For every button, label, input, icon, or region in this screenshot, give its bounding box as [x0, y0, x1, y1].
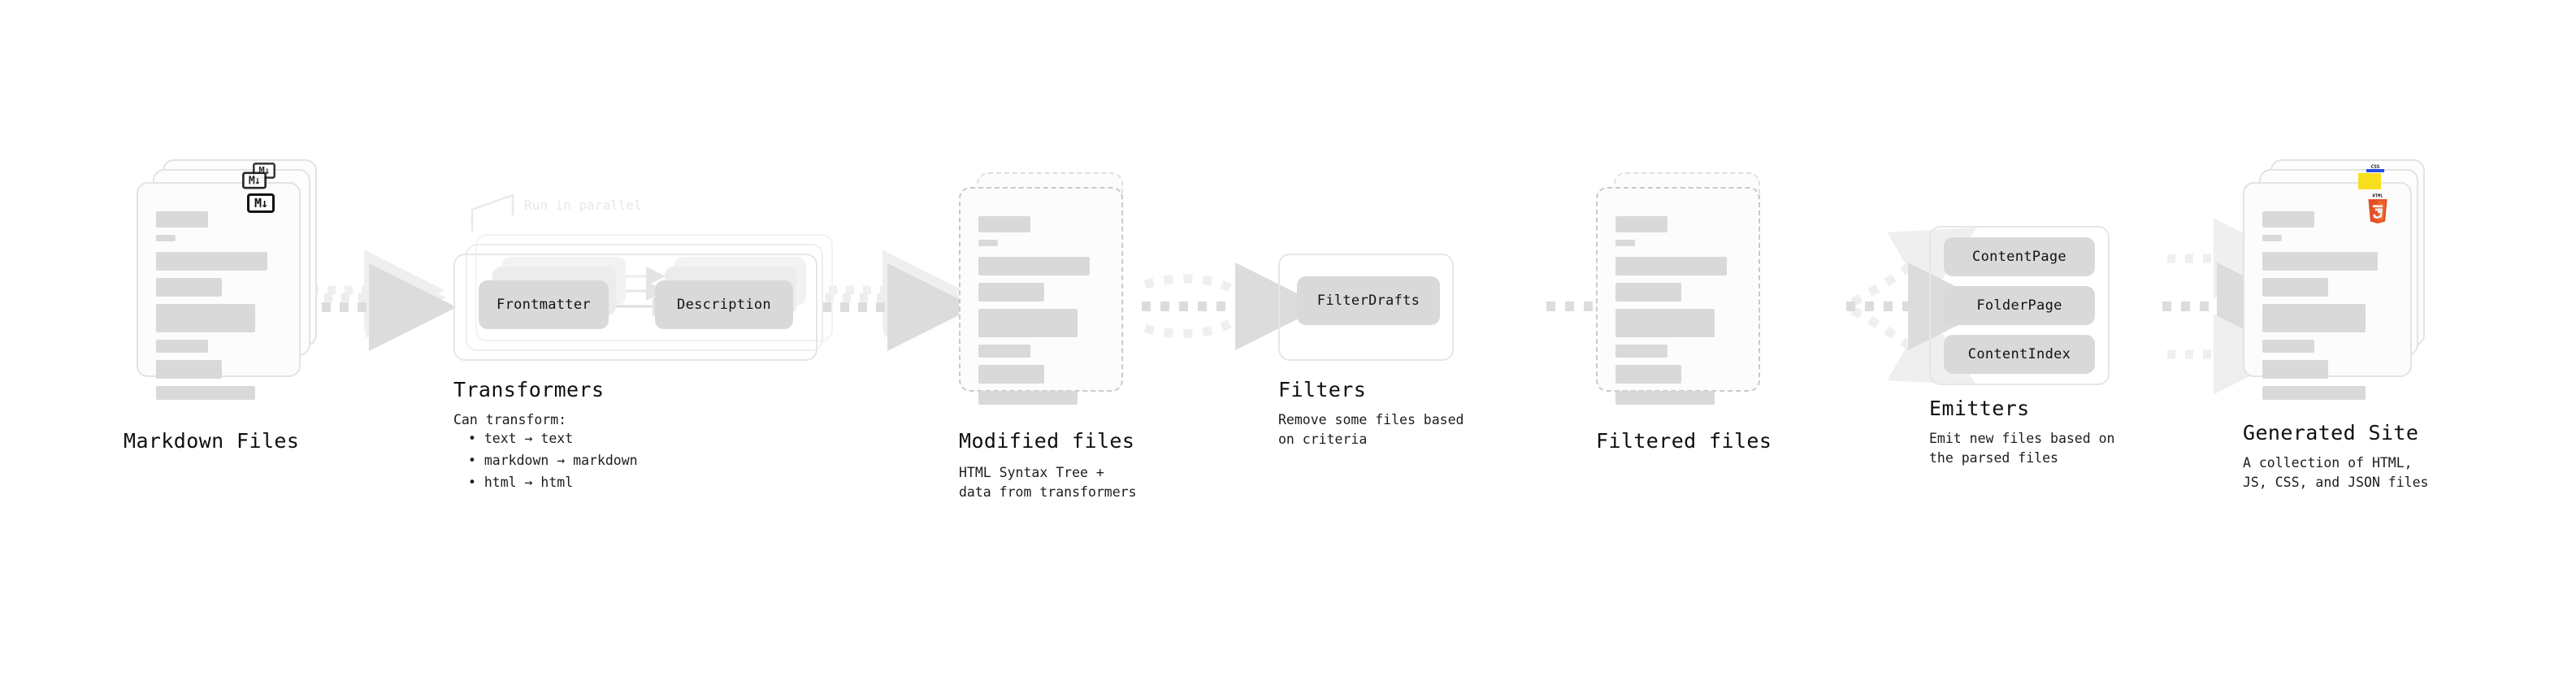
- filtered-files-card-stack: [1596, 172, 1783, 405]
- modified-card-front: [959, 187, 1123, 405]
- placeholder-bar: [978, 309, 1078, 337]
- placeholder-bar: [2262, 278, 2328, 297]
- placeholder-bar: [1615, 391, 1715, 405]
- placeholder-bar: [156, 304, 255, 332]
- placeholder-bar: [156, 211, 208, 228]
- generated-site-subtitle: A collection of HTML, JS, CSS, and JSON …: [2243, 455, 2429, 490]
- placeholder-bar: [156, 360, 222, 379]
- emitters-subtitle: Emit new files based on the parsed files: [1929, 431, 2115, 466]
- content-index-pill[interactable]: ContentIndex: [1944, 335, 2095, 374]
- placeholder-bar: [2262, 304, 2366, 332]
- html5-shield-icon: HTML: [2368, 194, 2387, 223]
- generated-card-front: [2243, 182, 2412, 400]
- filter-drafts-pill[interactable]: FilterDrafts: [1297, 276, 1440, 325]
- placeholder-bar: [2262, 340, 2314, 353]
- description-pill[interactable]: Description: [655, 280, 793, 329]
- modified-card-placeholder-lines: [978, 216, 1104, 412]
- run-in-parallel-bracket: [471, 193, 514, 232]
- markdown-files-card-stack: M↓ M↓ M↓: [137, 159, 323, 400]
- generated-site-card-stack: CSS HTML: [2243, 159, 2438, 400]
- filters-subtitle: Remove some files based on criteria: [1278, 412, 1464, 447]
- filters-title: Filters: [1278, 378, 1367, 401]
- placeholder-bar: [156, 235, 176, 241]
- placeholder-bar: [2262, 386, 2366, 400]
- arrow-modified-to-filters: [1142, 262, 1323, 350]
- markdown-files-title: Markdown Files: [124, 429, 300, 453]
- placeholder-bar: [1615, 240, 1635, 246]
- filtered-files-title: Filtered files: [1596, 429, 1772, 453]
- modified-files-title: Modified files: [959, 429, 1135, 453]
- svg-text:HTML: HTML: [2373, 194, 2384, 199]
- placeholder-bar: [978, 365, 1044, 384]
- placeholder-bar: [2262, 211, 2314, 228]
- modified-files-subtitle: HTML Syntax Tree + data from transformer…: [959, 465, 1137, 500]
- html5-badge: HTML: [2365, 193, 2391, 224]
- generated-site-title: Generated Site: [2243, 421, 2419, 445]
- placeholder-bar: [2262, 252, 2378, 271]
- filters-group: [1278, 254, 1454, 361]
- placeholder-bar: [156, 386, 255, 400]
- filtered-card-front: [1596, 187, 1760, 405]
- markdown-card-front: [137, 182, 301, 400]
- transformers-bullet-2: • markdown → markdown: [468, 453, 638, 468]
- placeholder-bar: [1615, 309, 1715, 337]
- arrow-transformers-to-modified: [822, 249, 975, 351]
- placeholder-bar: [978, 257, 1090, 275]
- js-badge: [2358, 173, 2381, 189]
- arrow-emitters-to-site: [2162, 218, 2305, 395]
- placeholder-bar: [1615, 345, 1667, 358]
- markdown-card-placeholder-lines: [156, 211, 281, 407]
- placeholder-bar: [1615, 365, 1681, 384]
- markdown-badge-back-1: M↓: [242, 171, 267, 189]
- placeholder-bar: [156, 278, 222, 297]
- css-badge: CSS: [2366, 163, 2384, 172]
- placeholder-bar: [1615, 283, 1681, 301]
- placeholder-bar: [1615, 257, 1727, 275]
- emitters-group: [1929, 226, 2110, 385]
- transformers-group-back-1: [466, 244, 823, 351]
- filtered-card-placeholder-lines: [1615, 216, 1741, 412]
- placeholder-bar: [156, 340, 208, 353]
- transformers-bullet-3: • html → html: [468, 475, 574, 490]
- content-page-pill[interactable]: ContentPage: [1944, 237, 2095, 276]
- generated-card-placeholder-lines: [2262, 211, 2392, 407]
- placeholder-bar: [2262, 235, 2282, 241]
- placeholder-bar: [978, 345, 1030, 358]
- placeholder-bar: [156, 252, 267, 271]
- transformers-group-back-2: [475, 234, 833, 341]
- placeholder-bar: [978, 391, 1078, 405]
- placeholder-bar: [2262, 360, 2328, 379]
- placeholder-bar: [978, 216, 1030, 232]
- transformers-title: Transformers: [453, 378, 605, 401]
- placeholder-bar: [1615, 216, 1667, 232]
- emitters-title: Emitters: [1929, 397, 2030, 420]
- transformers-subtitle: Can transform:: [453, 412, 567, 427]
- transformers-bullet-1: • text → text: [468, 431, 574, 446]
- folder-page-pill[interactable]: FolderPage: [1944, 286, 2095, 325]
- placeholder-bar: [978, 240, 998, 246]
- transformers-group: [453, 254, 817, 361]
- frontmatter-pill[interactable]: Frontmatter: [479, 280, 609, 329]
- placeholder-bar: [978, 283, 1044, 301]
- arrow-filtered-to-emitters: [1846, 227, 1996, 386]
- run-in-parallel-label: Run in parallel: [524, 197, 642, 213]
- modified-files-card-stack: [959, 172, 1146, 405]
- markdown-badge: M↓: [247, 193, 275, 213]
